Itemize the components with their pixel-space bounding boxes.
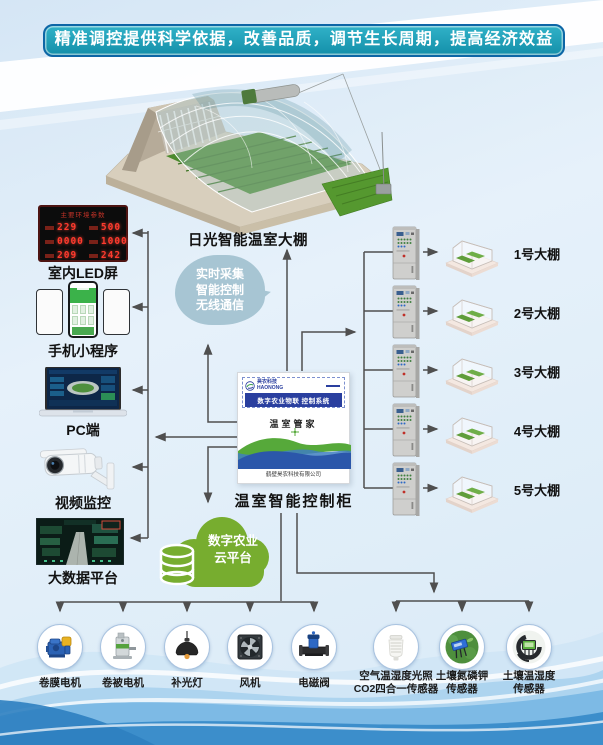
led-value: 0000 (57, 236, 84, 247)
control-box-company: 鹤壁昊农科技有限公司 (265, 472, 321, 478)
greenhouse-row-3: 3号大棚 (392, 342, 577, 398)
cloud-label-line: 数字农业 (207, 534, 258, 548)
cctv-camera-figure (39, 448, 115, 490)
control-box-label: 温室智能控制柜 (234, 493, 354, 510)
database-icon (159, 543, 195, 586)
brand-name: 昊农科技 (257, 379, 278, 385)
control-cabinet-icon (392, 225, 420, 281)
cloud-shape (159, 517, 269, 587)
bottom-item-label: 卷被电机 (102, 677, 144, 689)
led-value: 242 (100, 250, 122, 261)
bubble-line: 实时采集 (195, 267, 244, 281)
led-title: 主要环境参数 (60, 212, 106, 219)
mini-greenhouse-icon (444, 409, 500, 455)
soil-temp-humidity-sensor-icon (506, 624, 552, 670)
left-item-label-cctv: 视频监控 (55, 495, 111, 511)
cloud-label-line: 云平台 (214, 551, 252, 565)
bubble-line: 无线通信 (195, 298, 244, 312)
greenhouse-row-4: 4号大棚 (392, 401, 577, 457)
led-value: 500 (100, 222, 122, 233)
bottom-item-label: 卷膜电机 (39, 677, 81, 689)
bottom-item-label: 土壤氮磷钾 传感器 (435, 670, 489, 695)
mobile-miniprogram-figure (36, 281, 130, 338)
brand-logo-icon (245, 380, 255, 391)
mini-greenhouse-icon (444, 291, 500, 337)
bottom-item-label: 土壤温湿度 传感器 (502, 670, 556, 695)
indoor-led-screen: 主要环境参数 229 500 0000 1000 209 242 (38, 205, 128, 262)
bottom-item-label: 补光灯 (171, 677, 203, 689)
headline-banner: 精准调控提供科学依据，改善品质，调节生长周期，提高经济效益 (43, 24, 565, 57)
control-box-waves (238, 428, 351, 469)
greenhouse-row-label: 1号大棚 (513, 247, 561, 262)
left-item-label-mobile: 手机小程序 (48, 343, 118, 359)
bottom-item-label: 空气温湿度光照 CO2四合一传感器 (353, 670, 439, 695)
control-cabinet-icon (392, 402, 420, 458)
bigdata-platform-figure (36, 518, 124, 565)
greenhouse-row-5: 5号大棚 (392, 460, 577, 516)
greenhouse-row-label: 4号大棚 (513, 424, 561, 439)
mini-greenhouse-icon (444, 468, 500, 514)
main-greenhouse-label: 日光智能温室大棚 (188, 233, 308, 249)
led-value: 229 (57, 222, 78, 233)
greenhouse-row-2: 2号大棚 (392, 283, 577, 339)
led-value: 1000 (100, 236, 128, 247)
bottom-item-label: 电磁阀 (298, 677, 330, 689)
main-greenhouse-illustration (105, 73, 393, 235)
greenhouse-row-label: 2号大棚 (513, 306, 561, 321)
phone-right (103, 289, 130, 335)
control-cabinet-icon (392, 461, 420, 517)
led-values: 229 500 0000 1000 209 242 (40, 219, 128, 261)
mini-greenhouse-icon (444, 350, 500, 396)
left-item-label-led: 室内LED屏 (48, 265, 118, 281)
left-item-label-bigdata: 大数据平台 (48, 570, 118, 586)
capabilities-bubble: 实时采集 智能控制 无线通信 (175, 255, 281, 325)
solenoid-valve-icon (291, 624, 337, 670)
roof-roller (241, 84, 301, 105)
brand-dash (326, 384, 340, 387)
pc-figure (39, 367, 127, 417)
greenhouse-row-label: 3号大棚 (513, 365, 561, 380)
mini-greenhouse-icon (444, 232, 500, 278)
phone-center (68, 281, 98, 338)
greenhouse-row-label: 5号大棚 (513, 483, 561, 498)
bottom-item-label: 风机 (239, 677, 261, 689)
bubble-line: 智能控制 (195, 282, 244, 297)
control-box-header: 昊农科技 HAONONG 数字农业物联 控制系统 (242, 377, 345, 408)
grow-light-icon (164, 624, 210, 670)
led-value: 209 (57, 250, 78, 261)
control-box-product-title: 温室管家 (269, 419, 318, 429)
soil-npk-sensor-icon (439, 624, 485, 670)
cloud-platform-figure: 数字农业 云平台 (152, 505, 274, 600)
control-box-figure: 昊农科技 HAONONG 数字农业物联 控制系统 温室管家 鹤壁昊农科技有限公司 (237, 372, 351, 484)
phone-left (36, 289, 63, 335)
roll-quilt-motor-icon (100, 624, 146, 670)
exhaust-fan-icon (227, 624, 273, 670)
air-4in1-sensor-icon (373, 624, 419, 670)
control-cabinet-icon (392, 284, 420, 340)
greenhouse-row-1: 1号大棚 (392, 224, 577, 280)
control-box-strip-title: 数字农业物联 控制系统 (245, 393, 342, 407)
roll-film-motor-icon (37, 624, 83, 670)
control-cabinet-icon (392, 343, 420, 399)
brand-sub: HAONONG (257, 384, 284, 391)
left-item-label-pc: PC端 (66, 422, 100, 438)
